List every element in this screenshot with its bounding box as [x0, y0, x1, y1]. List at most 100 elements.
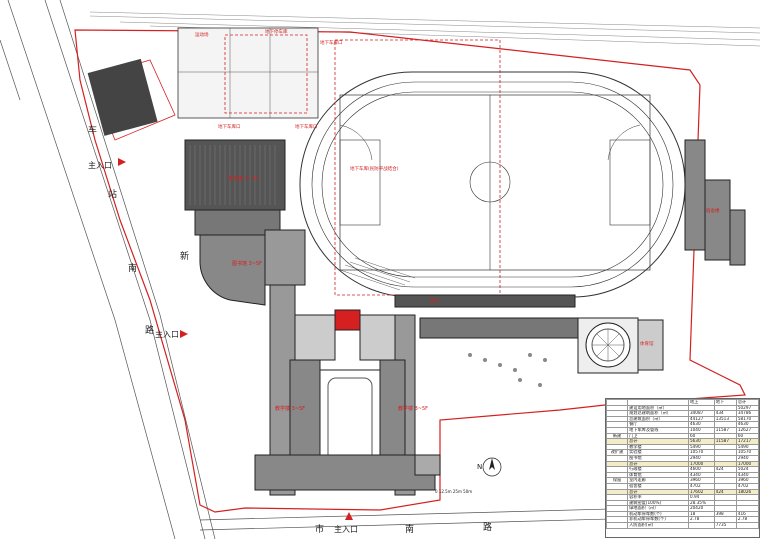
table-cell: 4340 — [735, 471, 760, 479]
road-label-west-5: 新 — [180, 250, 189, 262]
library — [199, 234, 266, 306]
main-entrance-west: 主入口 — [88, 160, 112, 170]
table-cell: 50297 — [735, 404, 760, 412]
table-cell — [605, 404, 629, 412]
dormitory — [684, 139, 746, 266]
table-cell: 人防面积(㎡) — [627, 522, 689, 529]
main-entrance-west-2: 主入口 — [155, 329, 179, 339]
table-cell: 行政楼 — [627, 466, 689, 473]
table-cell: 实验楼 — [627, 449, 689, 456]
label-library: 图书馆 3~5F — [232, 260, 262, 267]
table-cell: 7735 — [713, 522, 737, 529]
table-cell — [605, 399, 629, 406]
road-label-south-3: 路 — [483, 521, 492, 533]
north-arrow-icon — [482, 457, 502, 477]
table-cell — [735, 505, 760, 512]
table-cell: 4702 — [735, 482, 760, 490]
table-cell: 总计 — [627, 438, 689, 445]
table-cell: 总建筑面积（㎡） — [627, 415, 689, 423]
table-cell: 餐厅 — [627, 421, 689, 428]
teaching-complex — [254, 284, 441, 496]
table-cell — [605, 488, 629, 496]
table-cell — [605, 415, 629, 423]
table-cell — [735, 494, 760, 501]
table-row: 建筑密度(100%)28.35% — [605, 499, 760, 507]
bike-shed — [87, 58, 158, 136]
table-cell — [605, 443, 629, 451]
label-parking-entry-3: 地下车库口 — [320, 39, 343, 46]
table-cell — [605, 471, 629, 479]
table-cell — [605, 482, 629, 490]
table-cell: 4630 — [735, 421, 760, 428]
sports-courts — [177, 27, 319, 119]
table-cell: 总计 — [735, 399, 760, 406]
table-cell — [605, 505, 629, 512]
table-row: 建设用地面积（㎡）50297 — [605, 404, 760, 412]
table-cell: 总计 — [627, 460, 689, 468]
label-gym: 体育馆 — [640, 340, 654, 347]
table-cell: 容积率 — [627, 494, 689, 501]
table-cell — [605, 438, 629, 445]
label-dorm: 宿舍楼 — [706, 207, 720, 214]
label-teaching-west: 教学楼 3~5F — [275, 405, 305, 412]
table-cell — [605, 522, 629, 529]
table-row: 绿地面积（㎡）20420 — [605, 505, 760, 512]
table-cell: 2940 — [735, 454, 760, 462]
table-cell — [605, 427, 629, 434]
label-teaching-east: 教学楼 3~5F — [398, 405, 428, 412]
table-cell — [735, 499, 760, 507]
table-cell — [605, 410, 629, 417]
table-cell — [605, 460, 629, 468]
table-cell: 教学楼 — [627, 443, 689, 451]
table-cell: 建筑密度(100%) — [627, 499, 689, 507]
table-cell: 34786 — [735, 410, 760, 417]
label-parking-entry-2: 地下车库口 — [295, 123, 318, 130]
table-cell: 绿地面积（㎡） — [627, 505, 689, 512]
table-cell: 18026 — [735, 488, 760, 496]
table-cell — [605, 499, 629, 507]
table-cell — [605, 454, 629, 462]
north-label: N — [477, 463, 482, 471]
road-label-west-4: 路 — [145, 324, 154, 336]
label-parking-entry-1: 地下车库口 — [218, 123, 241, 130]
label-bike-shed: 地下停车库 — [265, 28, 288, 35]
label-sports-court: 运动场 — [195, 31, 209, 38]
table-cell: 宿舍楼 — [627, 482, 689, 490]
road-label-west-3: 南 — [128, 262, 137, 274]
road-label-west-2: 站 — [108, 188, 117, 200]
table-cell: 体育馆 — [627, 471, 689, 479]
table-row: 地上地下总计 — [605, 399, 760, 406]
table-cell — [605, 466, 629, 473]
table-cell: 5024 — [735, 466, 760, 473]
table-cell — [605, 421, 629, 428]
trees — [468, 353, 547, 387]
table-cell: 图书馆 — [627, 454, 689, 462]
table-cell: 10570 — [735, 449, 760, 456]
table-cell: 总计 — [627, 488, 689, 496]
label-stand: 看台 — [430, 297, 439, 304]
road-label-south-1: 市 — [315, 523, 324, 535]
west-road — [0, 0, 216, 539]
table-cell: 17000 — [735, 460, 760, 468]
gymnasium — [577, 317, 664, 374]
stand — [394, 294, 576, 308]
table-cell: 12627 — [735, 427, 760, 434]
table-cell: 60 — [735, 432, 760, 440]
table-cell: 58170 — [735, 415, 760, 423]
entrance-markers — [118, 158, 353, 520]
road-label-south-2: 南 — [405, 523, 414, 535]
table-cell: 规划总建筑面积（㎡） — [627, 410, 689, 417]
table-cell: 保留 — [605, 477, 629, 484]
